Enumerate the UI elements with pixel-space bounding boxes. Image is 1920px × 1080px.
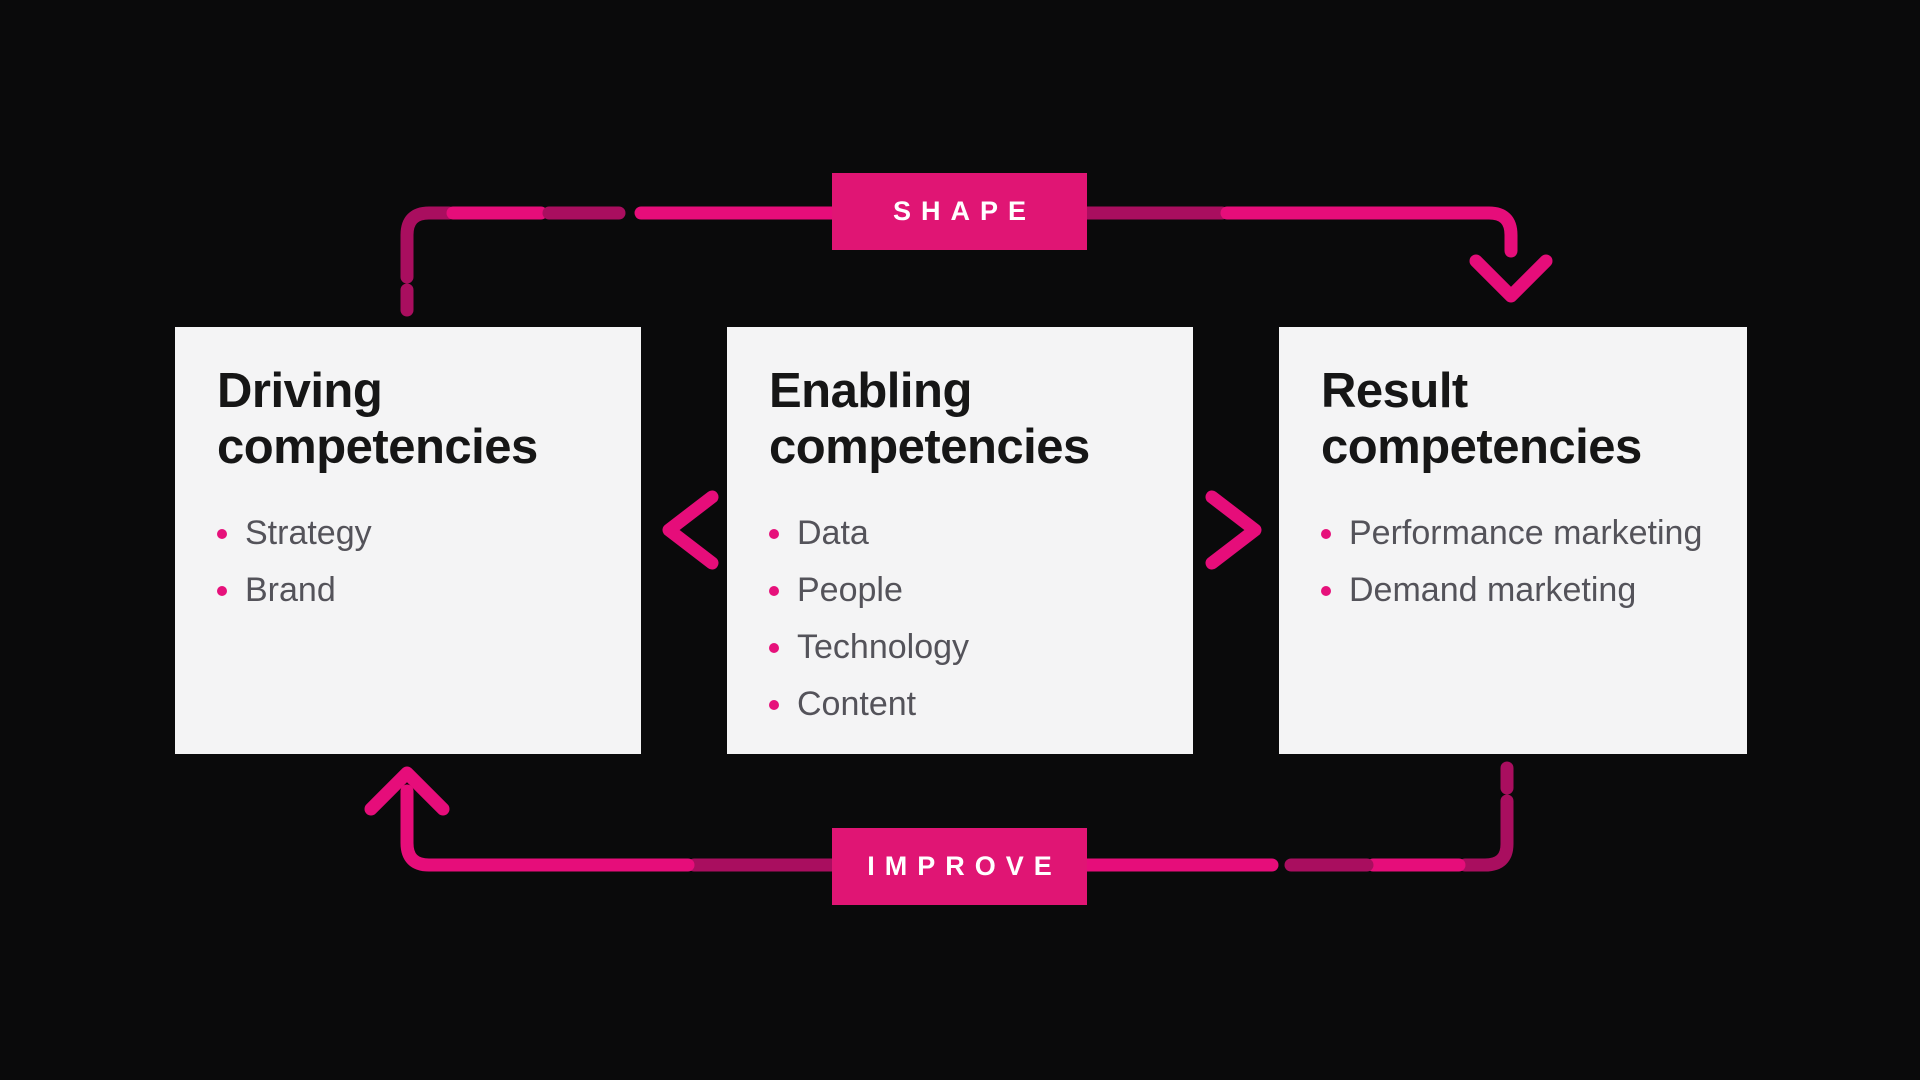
bottom-arrow-corner-right: [1458, 794, 1514, 872]
list-item: Performance marketing: [1321, 505, 1717, 562]
chevron-left-icon: [662, 490, 719, 570]
list-item: Brand: [217, 562, 611, 619]
bullet-dot-icon: [769, 528, 779, 539]
shape-label: SHAPE: [892, 196, 1037, 226]
bullet-label: Performance marketing: [1349, 514, 1703, 552]
bullet-label: Data: [797, 514, 869, 552]
bullet-label: People: [797, 571, 903, 609]
card-title: Enabling competencies: [769, 364, 1090, 474]
bullet-list: Data People Technology Content: [769, 505, 1163, 733]
list-item: People: [769, 562, 1163, 619]
bullet-label: Demand marketing: [1349, 571, 1637, 609]
bullet-label: Strategy: [245, 514, 372, 552]
bullet-list: Performance marketing Demand marketing: [1321, 505, 1717, 619]
card-title: Driving competencies: [217, 364, 538, 474]
improve-label: IMPROVE: [867, 851, 1062, 881]
bullet-dot-icon: [769, 699, 779, 710]
bullet-dot-icon: [769, 642, 779, 653]
bullet-dot-icon: [1321, 528, 1331, 539]
list-item: Data: [769, 505, 1163, 562]
bullet-dot-icon: [217, 528, 227, 539]
chevron-right-icon: [1205, 490, 1262, 570]
improve-label-box: IMPROVE: [832, 828, 1087, 905]
bullet-label: Brand: [245, 571, 336, 609]
card-driving-competencies: Driving competencies Strategy Brand: [175, 327, 641, 754]
bottom-arrow-corner-left: [400, 784, 695, 872]
shape-label-box: SHAPE: [832, 173, 1087, 250]
bottom-arrow: [364, 761, 1514, 872]
bullet-dot-icon: [1321, 585, 1331, 596]
bullet-dot-icon: [217, 585, 227, 596]
card-title: Result competencies: [1321, 364, 1642, 474]
list-item: Content: [769, 676, 1163, 733]
list-item: Strategy: [217, 505, 611, 562]
top-arrow-corner-right: [1220, 206, 1518, 258]
top-arrow: [400, 206, 1553, 317]
card-result-competencies: Result competencies Performance marketin…: [1279, 327, 1747, 754]
card-enabling-competencies: Enabling competencies Data People Techno…: [727, 327, 1193, 754]
bullet-label: Technology: [797, 628, 970, 666]
list-item: Technology: [769, 619, 1163, 676]
arrow-up-icon: [364, 766, 450, 816]
bullet-label: Content: [797, 685, 917, 723]
list-item: Demand marketing: [1321, 562, 1717, 619]
bullet-list: Strategy Brand: [217, 505, 611, 619]
top-arrow-corner-left: [400, 206, 456, 284]
bullet-dot-icon: [769, 585, 779, 596]
arrow-down-icon: [1469, 254, 1553, 303]
